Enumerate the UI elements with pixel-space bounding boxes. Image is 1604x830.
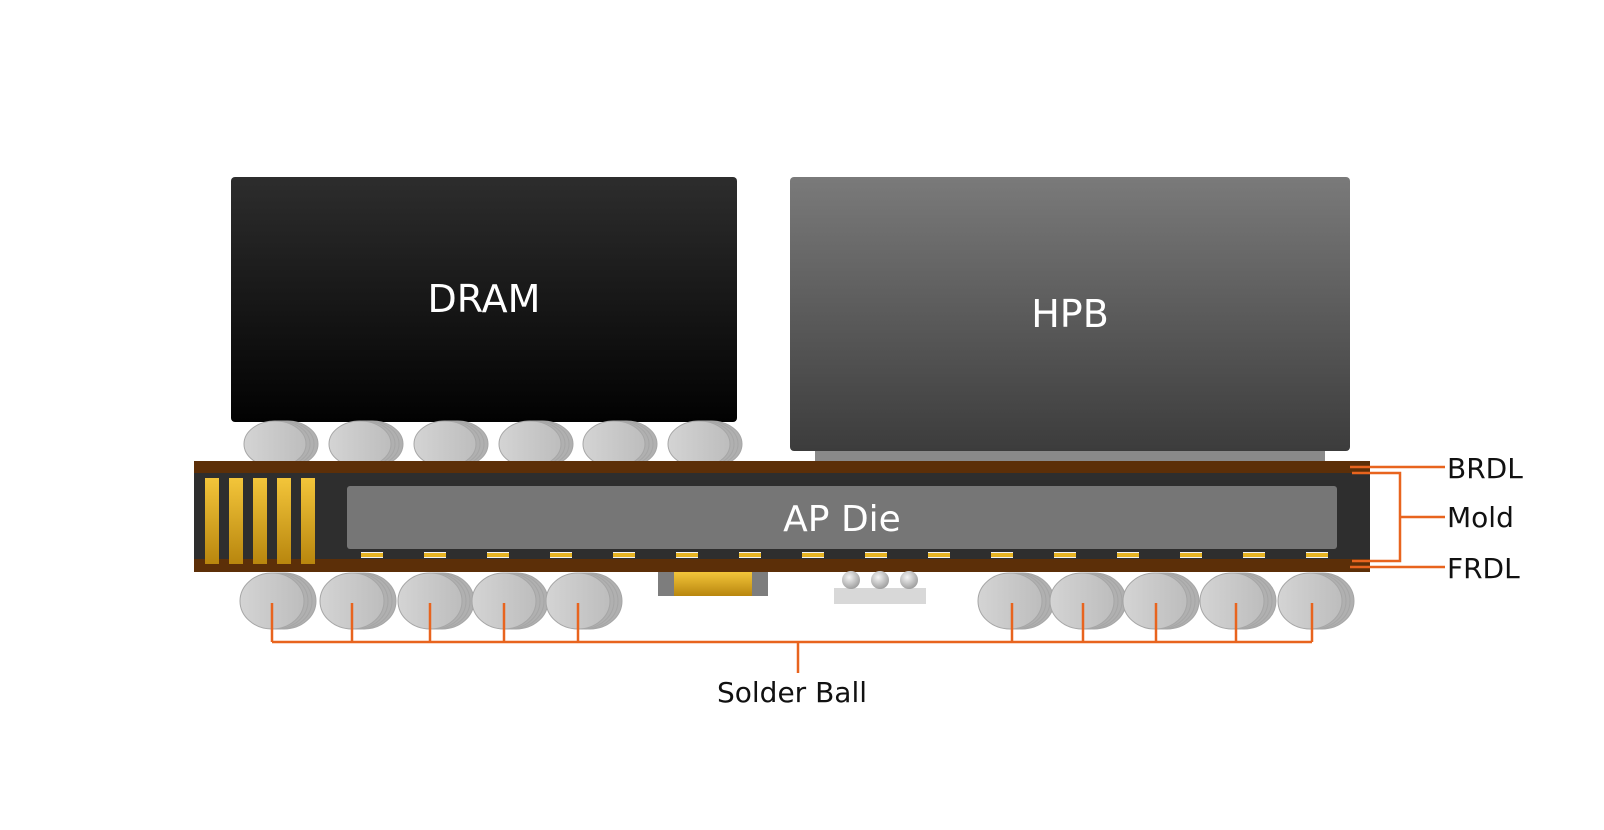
hpb-package: HPB [790, 177, 1350, 464]
die-bump [1243, 553, 1265, 557]
die-bump [991, 553, 1013, 557]
bottom-solder-ball [1122, 572, 1200, 630]
through-mold-via [229, 478, 243, 564]
die-bump [1117, 553, 1139, 557]
bottom-solder-ball [1049, 572, 1127, 630]
dram-solder-ball [243, 420, 319, 468]
die-bump [1180, 553, 1202, 557]
dram-solder-ball [498, 420, 574, 468]
die-bump [676, 553, 698, 557]
bottom-solder-ball-layer [1199, 572, 1265, 630]
through-mold-via [205, 478, 219, 564]
brdl-layer [194, 461, 1370, 473]
die-bump [739, 553, 761, 557]
die-bump [550, 553, 572, 557]
bottom-solder-ball [471, 572, 549, 630]
bottom-solder-ball-layer [977, 572, 1043, 630]
small-chip-body [834, 588, 926, 604]
dram-package: DRAM [231, 177, 737, 422]
dram-solder-ball-layer [243, 420, 307, 468]
bottom-solder-ball [397, 572, 475, 630]
small-chip [834, 571, 926, 604]
solder-ball-label: Solder Ball [717, 676, 867, 709]
dram-solder-balls [243, 420, 743, 468]
bottom-solder-ball [545, 572, 623, 630]
dram-label: DRAM [428, 277, 541, 321]
passive-component [658, 572, 768, 596]
hpb-body [790, 177, 1350, 451]
mold-label: Mold [1447, 501, 1514, 534]
brdl-label: BRDL [1447, 452, 1523, 485]
main-package: AP Die [194, 461, 1370, 572]
dram-solder-ball [328, 420, 404, 468]
small-chip-ball [871, 571, 889, 589]
bottom-solder-ball [1277, 572, 1355, 630]
hpb-base-strip [815, 448, 1325, 464]
die-bump [613, 553, 635, 557]
small-chip-ball [900, 571, 918, 589]
bottom-solder-ball [977, 572, 1055, 630]
frdl-layer [194, 559, 1370, 572]
die-bump [1306, 553, 1328, 557]
bottom-solder-ball-layer [1277, 572, 1343, 630]
frdl-label: FRDL [1447, 552, 1520, 585]
passive-terminal [674, 572, 752, 596]
solder-ball-callout [270, 603, 1314, 673]
die-bump [361, 553, 383, 557]
dram-body [231, 177, 737, 422]
dram-solder-ball-layer [498, 420, 562, 468]
dram-solder-ball [413, 420, 489, 468]
dram-solder-ball-layer [582, 420, 646, 468]
dram-solder-ball [667, 420, 743, 468]
through-mold-vias [205, 478, 315, 564]
bottom-solder-ball [319, 572, 397, 630]
dram-solder-ball-layer [413, 420, 477, 468]
ap-die [347, 486, 1337, 549]
hpb-label: HPB [1031, 292, 1109, 336]
die-bump [928, 553, 950, 557]
layer-callouts [1350, 465, 1445, 569]
dram-solder-ball [582, 420, 658, 468]
through-mold-via [277, 478, 291, 564]
through-mold-via [253, 478, 267, 564]
ap-die-label: AP Die [783, 499, 901, 540]
ap-die-bumps [361, 552, 1328, 558]
small-chip-ball [842, 571, 860, 589]
bottom-solder-ball [1199, 572, 1277, 630]
bottom-solder-balls [239, 572, 1355, 630]
dram-solder-ball-layer [667, 420, 731, 468]
dram-solder-ball-layer [328, 420, 392, 468]
through-mold-via [301, 478, 315, 564]
die-bump [802, 553, 824, 557]
die-bump [487, 553, 509, 557]
die-bump [865, 553, 887, 557]
bottom-solder-ball [239, 572, 317, 630]
die-bump [1054, 553, 1076, 557]
die-bump [424, 553, 446, 557]
